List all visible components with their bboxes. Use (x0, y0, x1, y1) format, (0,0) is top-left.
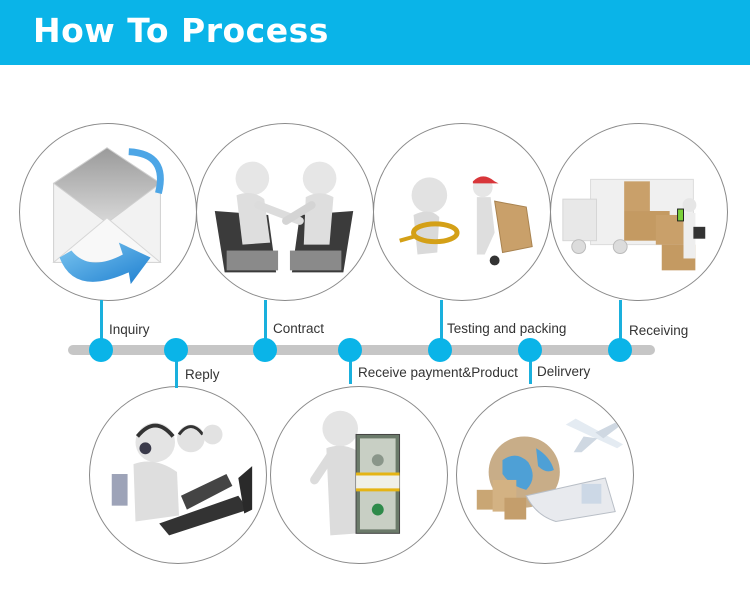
step-label-delivery: Delirvery (537, 364, 591, 379)
connector-step-1 (100, 300, 103, 346)
step-2-illustration (89, 386, 267, 564)
timeline-dot-step-6 (518, 338, 542, 362)
timeline-dot-step-1 (89, 338, 113, 362)
header-banner: How To Process (0, 0, 750, 65)
envelope-with-arrow-icon (52, 147, 164, 285)
money-stack-icon (310, 410, 401, 536)
handshake-laptops-icon (214, 161, 354, 273)
step-label-contract: Contract (273, 321, 325, 336)
step-6-illustration (456, 386, 634, 564)
timeline-dot-step-3 (253, 338, 277, 362)
timeline-dot-step-4 (338, 338, 362, 362)
timeline-dot-step-5 (428, 338, 452, 362)
inspection-and-hand-truck-icon (399, 176, 533, 266)
connector-step-5 (440, 300, 443, 346)
step-4-illustration (270, 386, 448, 564)
step-7-illustration (550, 123, 728, 301)
step-5-illustration (373, 123, 551, 301)
timeline-dot-step-2 (164, 338, 188, 362)
page-title: How To Process (33, 11, 329, 50)
step-label-inquiry: Inquiry (109, 322, 150, 337)
delivery-truck-boxes-icon (562, 178, 706, 271)
connector-step-7 (619, 300, 622, 346)
step-3-illustration (196, 123, 374, 301)
step-label-testing-packing: Testing and packing (447, 321, 567, 336)
globe-ship-plane-icon (476, 418, 624, 522)
connector-step-3 (264, 300, 267, 346)
step-1-illustration (19, 123, 197, 301)
call-center-agents-icon (111, 422, 253, 536)
connector-step-6 (529, 354, 532, 384)
step-label-reply: Reply (185, 367, 220, 382)
connector-step-4 (349, 354, 352, 384)
timeline-dot-step-7 (608, 338, 632, 362)
connector-step-2 (175, 354, 178, 388)
step-label-receiving: Receiving (629, 323, 689, 338)
step-label-receive-payment: Receive payment&Product (358, 365, 518, 380)
